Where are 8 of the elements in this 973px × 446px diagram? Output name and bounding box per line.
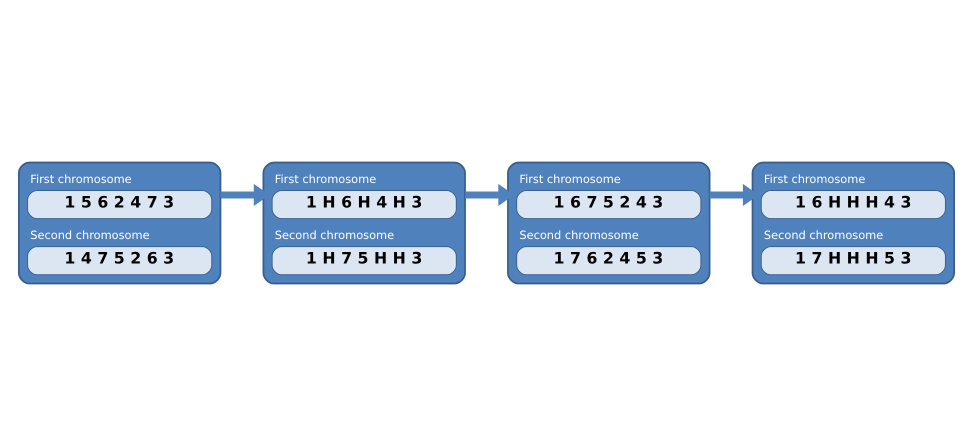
node-label: Second chromosome bbox=[274, 228, 394, 242]
node-label: First chromosome bbox=[764, 172, 866, 186]
node-label: First chromosome bbox=[519, 172, 621, 186]
node-label: Second chromosome bbox=[764, 228, 884, 242]
node-label: Second chromosome bbox=[519, 228, 639, 242]
node-label: First chromosome bbox=[274, 172, 376, 186]
node-label: Second chromosome bbox=[30, 228, 150, 242]
node-label: First chromosome bbox=[30, 172, 132, 186]
